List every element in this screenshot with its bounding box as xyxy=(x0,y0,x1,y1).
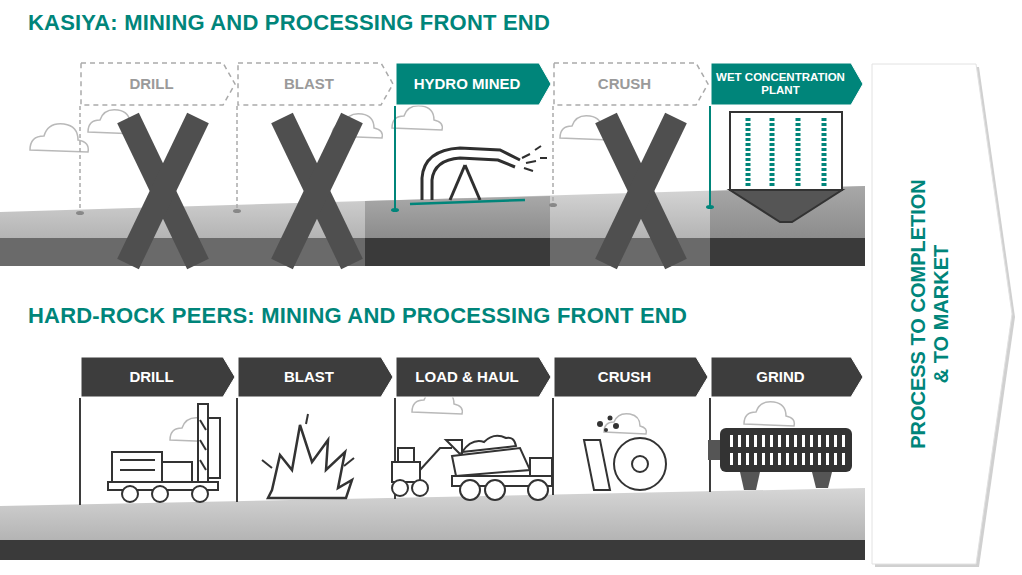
section-heading: HARD-ROCK PEERS: MINING AND PROCESSING F… xyxy=(28,303,687,329)
cross-mark xyxy=(128,118,676,264)
process-arrow: PROCESS TO COMPLETION & TO MARKET xyxy=(868,60,1018,568)
process-flag: BLAST xyxy=(237,62,395,106)
loader-truck xyxy=(392,436,552,500)
flag-outline xyxy=(238,63,393,105)
process-flag: WET CONCENTRATION PLANT xyxy=(710,62,865,106)
process-flag: LOAD & HAUL xyxy=(395,356,553,398)
arrow-body xyxy=(872,64,1012,564)
process-flag: CRUSH xyxy=(553,62,710,106)
flag-label: CRUSH xyxy=(557,76,692,93)
flag-label: DRILL xyxy=(84,369,219,386)
flag-outline xyxy=(81,63,235,105)
flag-label: BLAST xyxy=(241,76,377,93)
flag-label: GRIND xyxy=(714,369,847,386)
flag-label: DRILL xyxy=(84,76,219,93)
flag-fill xyxy=(711,357,863,397)
process-flag: CRUSH xyxy=(553,356,710,398)
process-flag: DRILL xyxy=(80,62,237,106)
process-flag: BLAST xyxy=(237,356,395,398)
flag-label: WET CONCENTRATION PLANT xyxy=(714,71,847,96)
drill-rig xyxy=(108,404,220,502)
process-flag: DRILL xyxy=(80,356,237,398)
process-flag: HYDRO MINED xyxy=(395,62,553,106)
grind-mill xyxy=(708,428,852,490)
cloud-outline xyxy=(30,106,794,442)
flag-label: CRUSH xyxy=(557,369,692,386)
flag-fill xyxy=(396,63,551,105)
flag-pole xyxy=(80,398,710,505)
flag-fill xyxy=(238,357,393,397)
flag-fill xyxy=(81,357,235,397)
flag-label: BLAST xyxy=(241,369,377,386)
process-flag: GRIND xyxy=(710,356,865,398)
flag-outline xyxy=(554,63,708,105)
crusher xyxy=(584,416,666,491)
flag-fill xyxy=(711,63,863,105)
explosion xyxy=(262,414,354,498)
flag-fill xyxy=(554,357,708,397)
flag-pole xyxy=(76,106,714,215)
diagram-title: KASIYA: MINING AND PROCESSING FRONT END xyxy=(28,10,550,36)
arrow-text: PROCESS TO COMPLETION & TO MARKET xyxy=(907,172,953,456)
hydro-monitor xyxy=(410,146,547,204)
concentration-plant xyxy=(730,112,842,222)
flag-fill xyxy=(396,357,551,397)
flag-label: LOAD & HAUL xyxy=(399,369,535,386)
flag-label: HYDRO MINED xyxy=(399,76,535,93)
